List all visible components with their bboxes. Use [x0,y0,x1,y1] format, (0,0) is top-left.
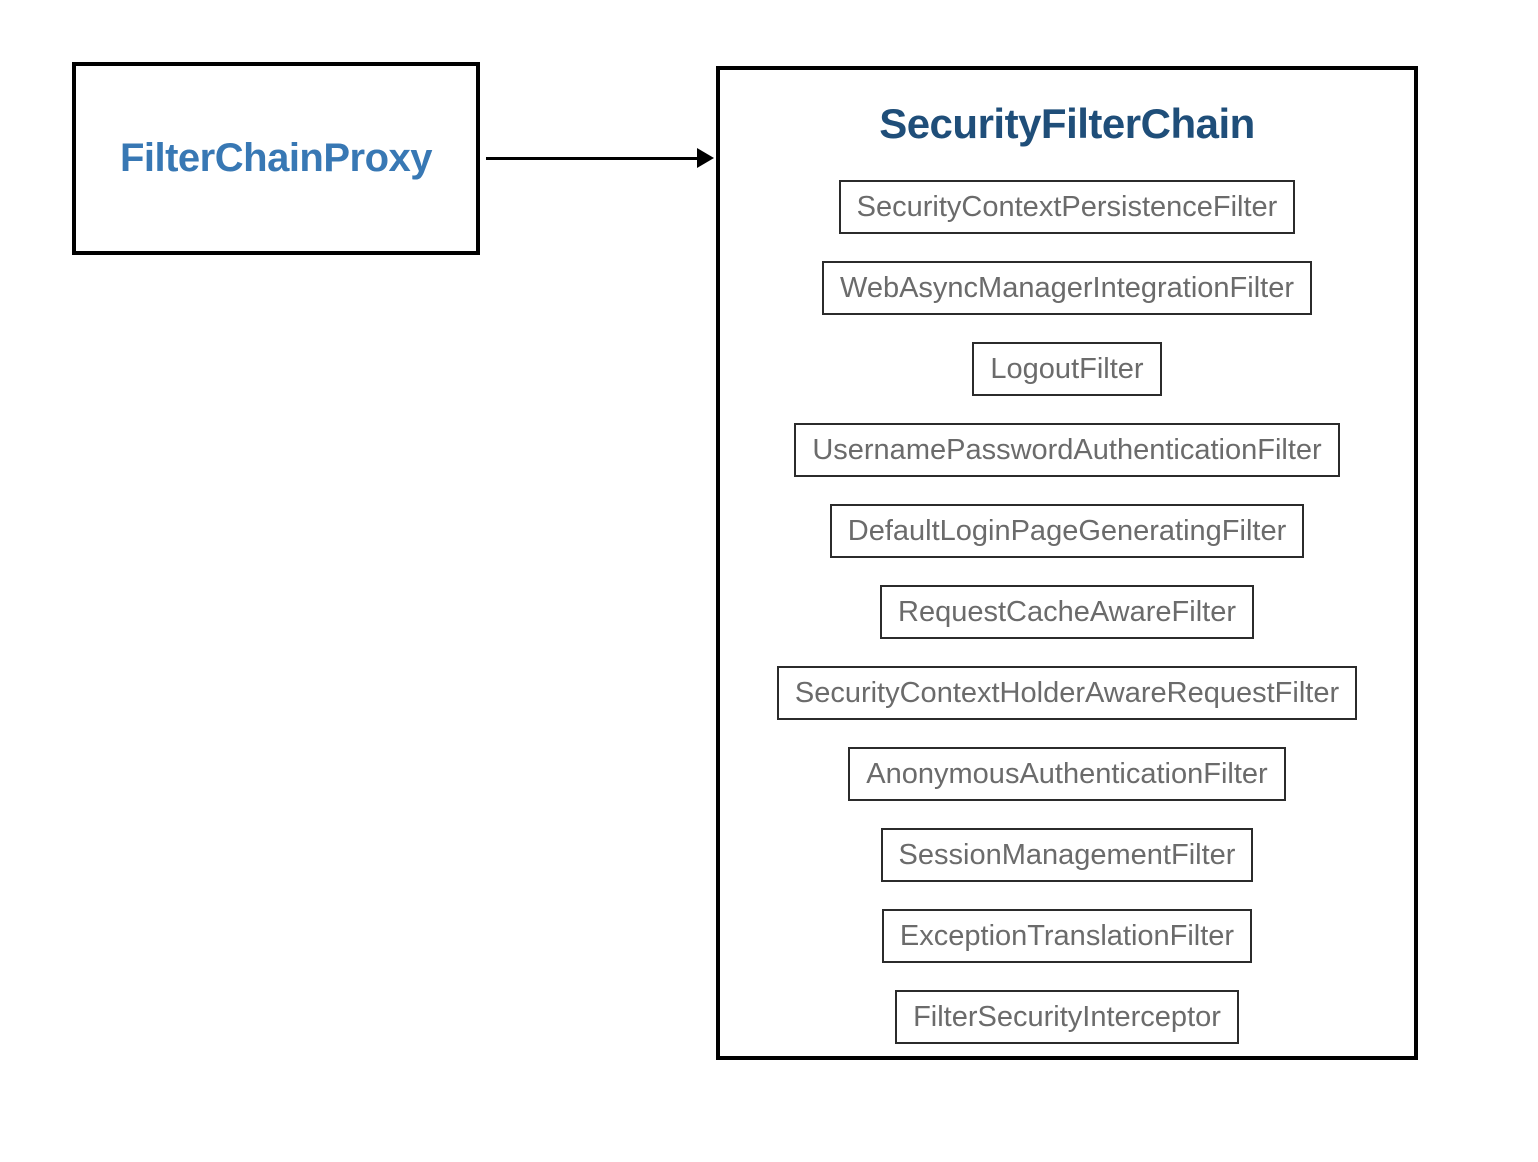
filter-box-web-async-manager-integration: WebAsyncManagerIntegrationFilter [821,261,1313,315]
arrow-right [486,145,714,171]
filter-label: LogoutFilter [990,352,1144,385]
filter-box-session-management: SessionManagementFilter [880,828,1254,882]
arrow-head-icon [697,148,714,168]
filter-label: SecurityContextPersistenceFilter [856,190,1278,223]
filter-label: WebAsyncManagerIntegrationFilter [839,271,1295,304]
filter-box-logout: LogoutFilter [972,342,1162,396]
filter-label: AnonymousAuthenticationFilter [866,757,1268,790]
filter-box-username-password-authentication: UsernamePasswordAuthenticationFilter [794,423,1340,477]
filter-label: SessionManagementFilter [898,838,1236,871]
filter-label: FilterSecurityInterceptor [913,1000,1221,1033]
arrow-line [486,156,697,160]
security-filter-chain-box: SecurityFilterChain SecurityContextPersi… [716,66,1418,1060]
filter-box-security-context-persistence: SecurityContextPersistenceFilter [838,180,1296,234]
filter-box-exception-translation: ExceptionTranslationFilter [881,909,1253,963]
security-filter-chain-title: SecurityFilterChain [879,100,1255,147]
filter-chain-proxy-box: FilterChainProxy [72,62,480,255]
filter-list: SecurityContextPersistenceFilter WebAsyn… [720,180,1414,1044]
filter-label: RequestCacheAwareFilter [898,595,1236,628]
filter-box-filter-security-interceptor: FilterSecurityInterceptor [895,990,1239,1044]
filter-box-security-context-holder-aware-request: SecurityContextHolderAwareRequestFilter [776,666,1358,720]
filter-box-anonymous-authentication: AnonymousAuthenticationFilter [848,747,1286,801]
filter-box-request-cache-aware: RequestCacheAwareFilter [880,585,1254,639]
filter-box-default-login-page-generating: DefaultLoginPageGeneratingFilter [829,504,1305,558]
filter-label: SecurityContextHolderAwareRequestFilter [794,676,1340,709]
filter-label: UsernamePasswordAuthenticationFilter [812,433,1322,466]
filter-label: DefaultLoginPageGeneratingFilter [847,514,1287,547]
filter-chain-proxy-label: FilterChainProxy [119,136,433,180]
filter-label: ExceptionTranslationFilter [899,919,1235,952]
